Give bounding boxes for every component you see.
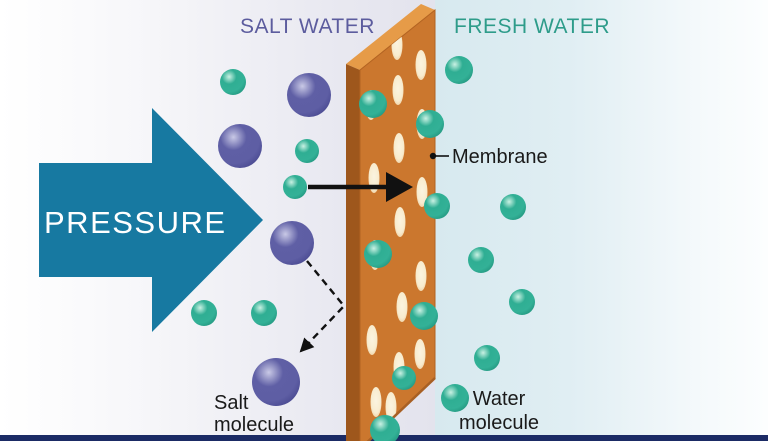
- membrane-side-face: [346, 64, 360, 441]
- fresh-water-background: [435, 0, 768, 441]
- water-molecule-label: Water molecule: [459, 388, 539, 434]
- membrane-pore: [396, 292, 408, 322]
- water-molecule: [424, 193, 450, 219]
- membrane-pore: [394, 207, 406, 237]
- salt-rejection-arrow: [299, 260, 346, 353]
- water-molecule: [220, 69, 246, 95]
- water-molecule: [410, 302, 438, 330]
- salt-molecule: [270, 221, 314, 265]
- water-molecule: [191, 300, 217, 326]
- water-molecule: [474, 345, 500, 371]
- salt-molecule-label-line2: molecule: [214, 414, 294, 436]
- membrane-pore: [416, 177, 428, 207]
- membrane-pore: [414, 339, 426, 369]
- salt-water-title: SALT WATER: [240, 15, 375, 38]
- salt-molecule: [218, 124, 262, 168]
- membrane-label: Membrane: [452, 146, 548, 168]
- membrane-pore: [415, 50, 427, 80]
- water-molecule: [392, 366, 416, 390]
- membrane-pore: [385, 392, 397, 422]
- salt-molecule: [287, 73, 331, 117]
- salt-molecule: [252, 358, 300, 406]
- flow-arrow: [308, 172, 413, 202]
- membrane-top-face: [346, 4, 435, 70]
- membrane-pore: [393, 133, 405, 163]
- pressure-arrow: [39, 108, 263, 332]
- fresh-water-title: FRESH WATER: [454, 15, 610, 38]
- molecules-layer: [191, 56, 535, 441]
- salt-molecule-label-line1: Salt: [214, 392, 249, 414]
- water-molecule-label-line1: Water: [473, 388, 526, 410]
- membrane-pore: [366, 325, 378, 355]
- membrane-pore: [392, 75, 404, 105]
- water-molecule: [416, 110, 444, 138]
- salt-molecule-label: Salt molecule: [214, 392, 294, 436]
- water-molecule: [359, 90, 387, 118]
- water-molecule: [509, 289, 535, 315]
- water-molecule: [445, 56, 473, 84]
- water-molecule: [468, 247, 494, 273]
- membrane-pore: [370, 387, 382, 417]
- water-molecule: [500, 194, 526, 220]
- water-molecule: [364, 240, 392, 268]
- water-molecule: [441, 384, 469, 412]
- water-molecule-label-line2: molecule: [459, 412, 539, 434]
- water-molecule: [283, 175, 307, 199]
- pressure-label: PRESSURE: [44, 205, 227, 240]
- membrane-callout: Membrane: [429, 146, 548, 168]
- water-molecule: [251, 300, 277, 326]
- membrane-pore: [415, 261, 427, 291]
- water-molecule: [295, 139, 319, 163]
- water-molecule: [370, 415, 400, 441]
- membrane: [346, 4, 436, 441]
- flow-arrow-head: [386, 172, 413, 202]
